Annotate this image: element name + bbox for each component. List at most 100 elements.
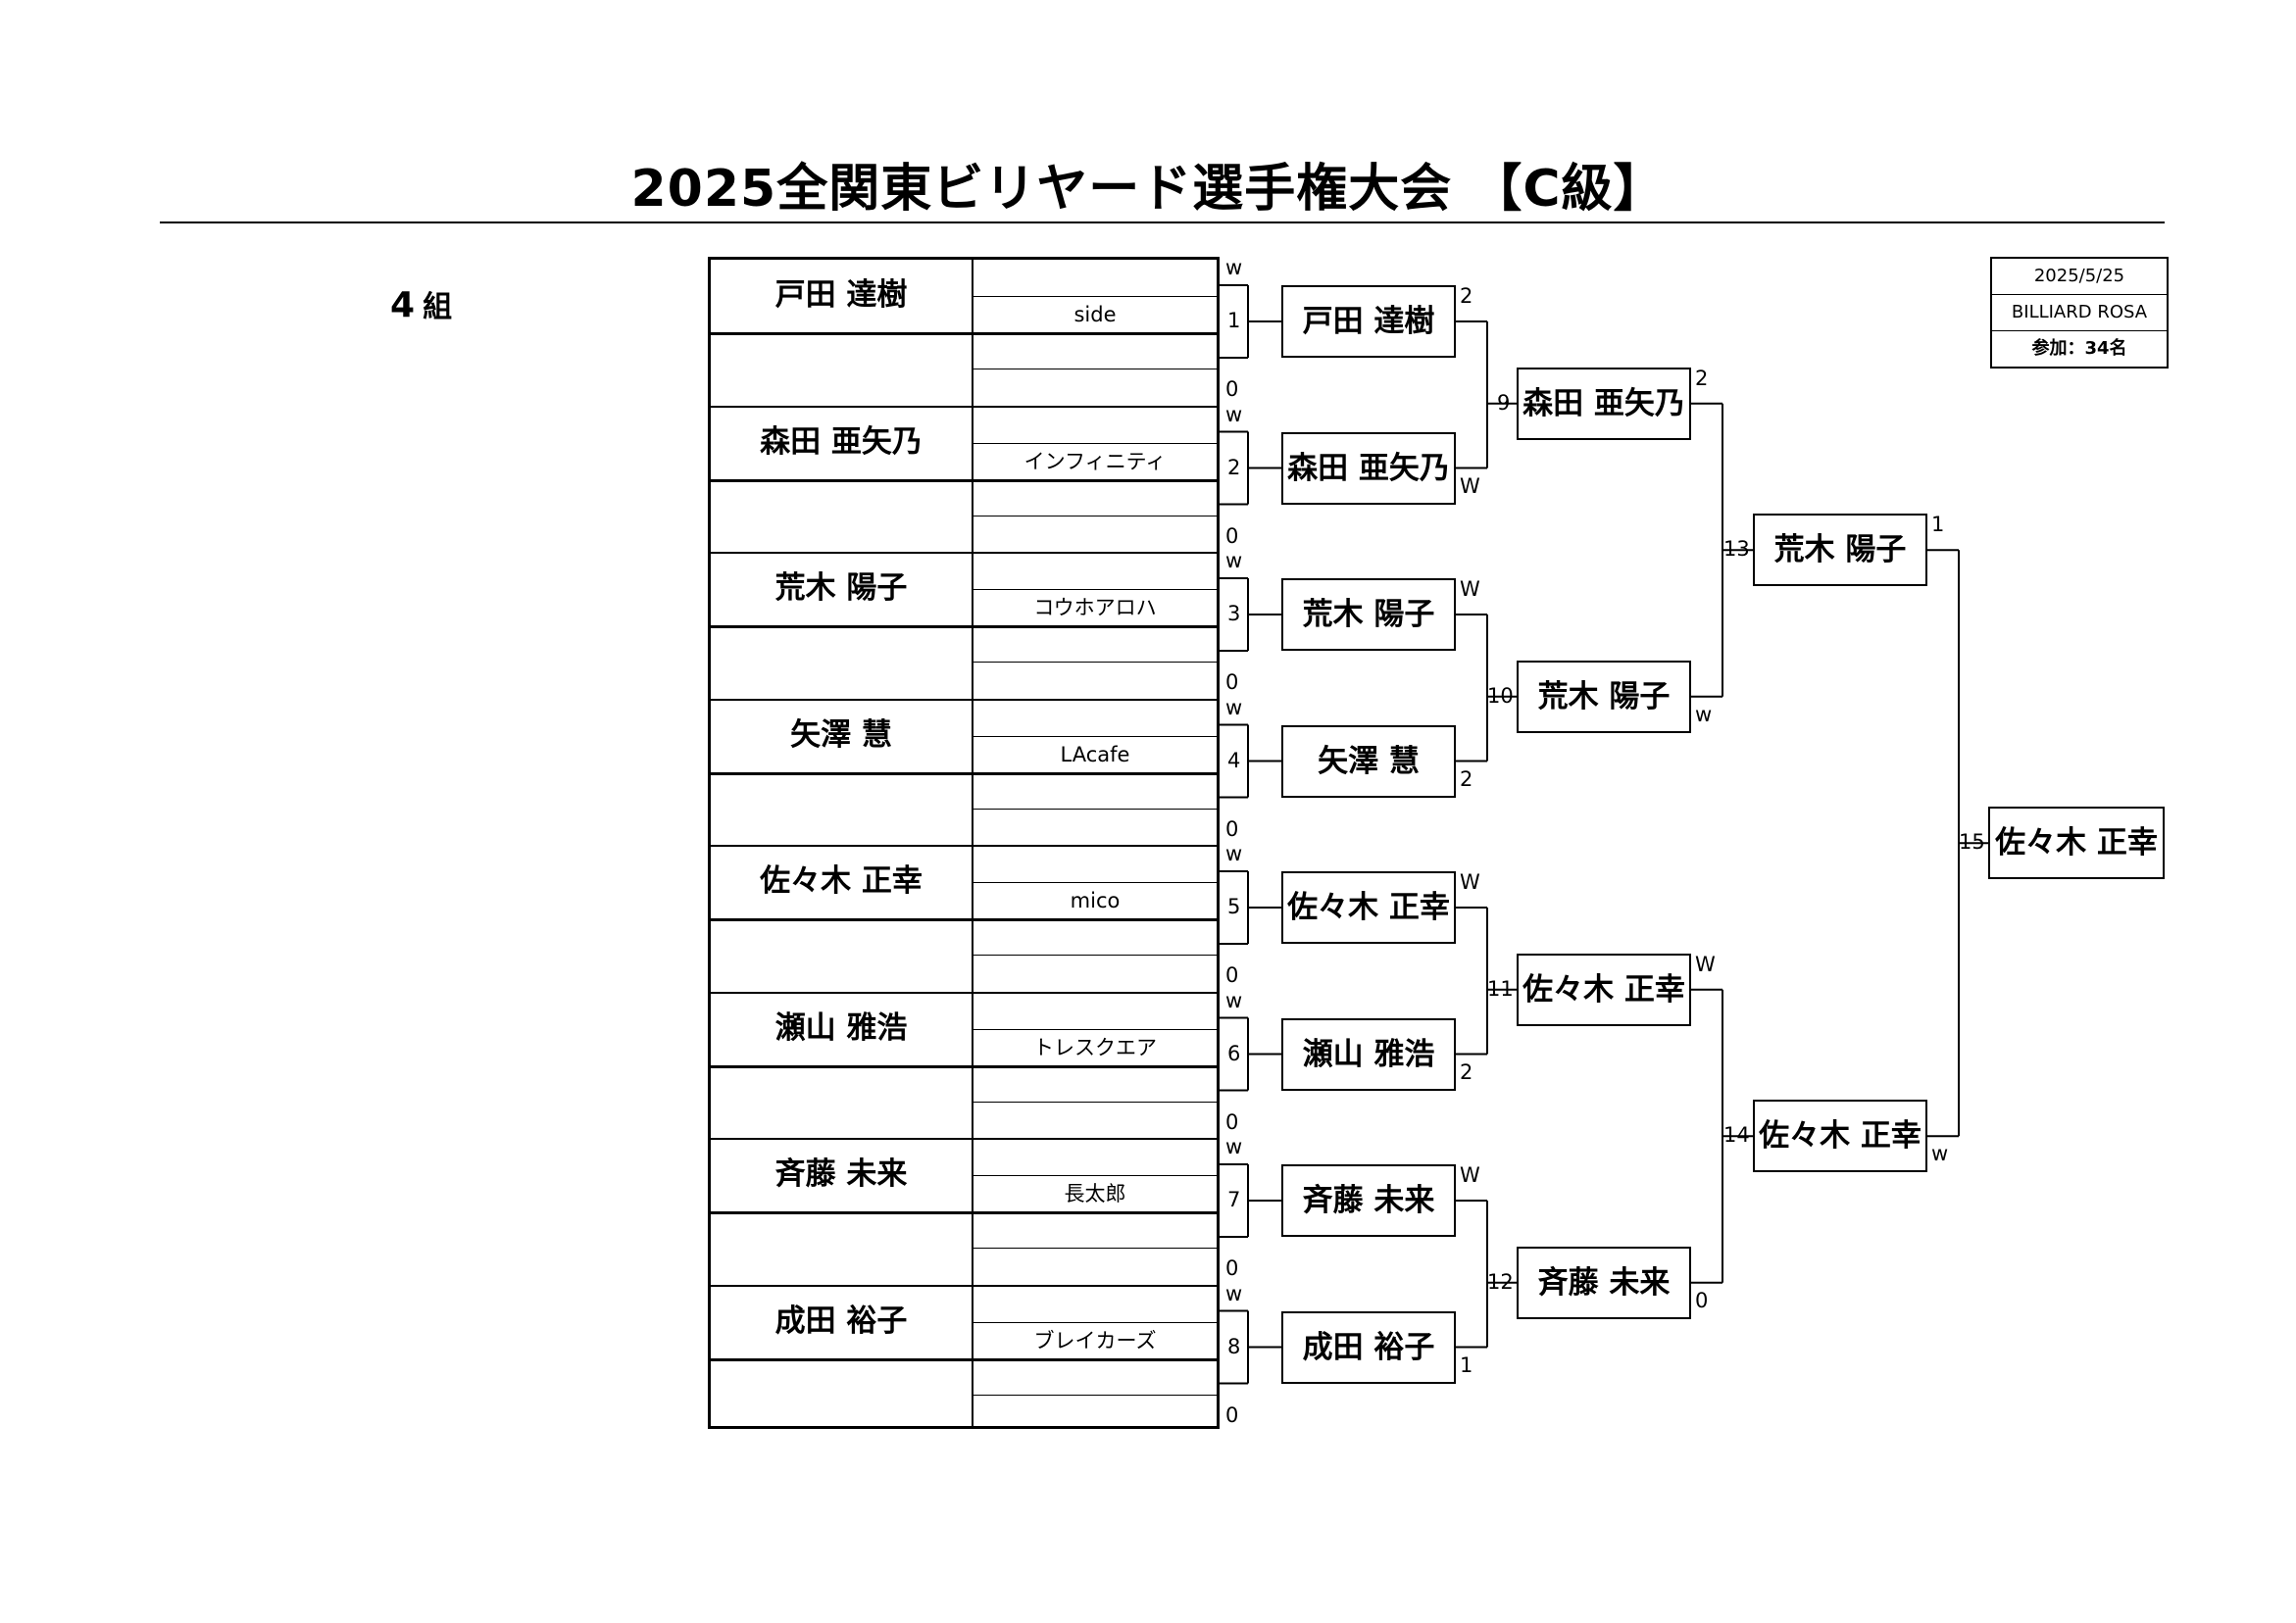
player-row-separator — [711, 918, 1217, 921]
player-name: 瀬山 雅浩 — [774, 1009, 908, 1046]
round1-winner-box: 矢澤 慧 — [1281, 724, 1456, 798]
round2-winner-box: 荒木 陽子 — [1517, 660, 1691, 733]
player-club: side — [1073, 303, 1117, 326]
player-name: 佐々木 正幸 — [760, 863, 923, 899]
player-name: 成田 裕子 — [774, 1303, 908, 1339]
score-top: w — [1225, 402, 1243, 426]
score-bottom: 0 — [1225, 523, 1239, 548]
match-number: 15 — [1959, 830, 1985, 855]
score-top: w — [1225, 1281, 1243, 1305]
score-top: 1 — [1931, 513, 1945, 537]
round1-winner-box: 荒木 陽子 — [1281, 578, 1456, 651]
club-row-separator — [973, 589, 1217, 590]
player-club: トレスクエア — [1033, 1035, 1157, 1059]
round1-winner-box: 佐々木 正幸 — [1281, 871, 1456, 944]
score-top: W — [1695, 952, 1716, 976]
round2-winner-box: 森田 亜矢乃 — [1517, 367, 1691, 440]
event-participants: 参加：34名 — [2031, 338, 2127, 359]
player-row-separator — [711, 1357, 1217, 1361]
score-bottom: 0 — [1225, 1109, 1239, 1134]
match-number: 7 — [1227, 1188, 1241, 1211]
round1-winner-box: 森田 亜矢乃 — [1281, 431, 1456, 505]
page-title: 2025全関東ビリヤード選手権大会 【C級】 — [630, 160, 1666, 219]
club-row-separator — [973, 1175, 1217, 1176]
player-name: 森田 亜矢乃 — [760, 423, 923, 460]
score-top: W — [1460, 870, 1480, 894]
club-row-separator — [973, 442, 1217, 444]
match-number: 3 — [1227, 602, 1241, 625]
match-number: 6 — [1227, 1041, 1241, 1065]
player-table-divider — [972, 260, 973, 1426]
player-row-separator — [711, 625, 1217, 628]
match-number: 4 — [1227, 748, 1241, 772]
player-club: LAcafe — [1060, 742, 1130, 766]
score-bottom: 2 — [1460, 766, 1473, 791]
score-top: w — [1225, 842, 1243, 865]
round3-winner-box: 荒木 陽子 — [1753, 514, 1927, 587]
score-bottom: 0 — [1225, 377, 1239, 401]
match-number: 14 — [1723, 1123, 1750, 1148]
player-block-separator — [711, 1284, 1217, 1287]
score-bottom: 0 — [1695, 1288, 1709, 1312]
player-name: 斉藤 未来 — [774, 1156, 908, 1192]
club-row-separator — [973, 735, 1217, 737]
player-club: コウホアロハ — [1033, 596, 1157, 619]
player-name: 荒木 陽子 — [774, 570, 908, 606]
player-row-separator — [711, 332, 1217, 335]
round1-winner-box: 戸田 達樹 — [1281, 285, 1456, 358]
player-row-separator — [711, 1064, 1217, 1068]
sub-row-separator — [973, 808, 1217, 810]
sub-row-separator — [973, 955, 1217, 956]
player-row-separator — [711, 1211, 1217, 1214]
score-bottom: 1 — [1460, 1352, 1473, 1377]
match-number: 13 — [1723, 537, 1750, 562]
event-info-box: 2025/5/25 BILLIARD ROSA 参加：34名 — [1990, 257, 2169, 369]
score-top: W — [1460, 577, 1480, 601]
sub-row-separator — [973, 1101, 1217, 1103]
club-row-separator — [973, 1321, 1217, 1323]
group-number: 4 — [390, 285, 416, 325]
score-top: 2 — [1460, 284, 1473, 308]
score-bottom: w — [1931, 1142, 1949, 1166]
sub-row-separator — [973, 1248, 1217, 1249]
score-top: w — [1225, 988, 1243, 1012]
round4-winner-box: 佐々木 正幸 — [1988, 807, 2165, 880]
player-club: インフィニティ — [1023, 449, 1167, 473]
player-block-separator — [711, 405, 1217, 408]
player-block-separator — [711, 991, 1217, 994]
score-bottom: W — [1460, 473, 1480, 498]
group-suffix: 組 — [423, 290, 453, 324]
player-block-separator — [711, 845, 1217, 847]
player-block-separator — [711, 552, 1217, 554]
score-bottom: 0 — [1225, 1402, 1239, 1427]
round2-winner-box: 斉藤 未来 — [1517, 1246, 1691, 1319]
match-number: 2 — [1227, 455, 1241, 479]
player-name: 矢澤 慧 — [790, 716, 892, 753]
score-top: w — [1225, 695, 1243, 719]
player-table: 戸田 達樹 side 森田 亜矢乃インフィニティ荒木 陽子コウホアロハ矢澤 慧 LAc… — [708, 257, 1220, 1429]
round2-winner-box: 佐々木 正幸 — [1517, 953, 1691, 1026]
match-number: 8 — [1227, 1334, 1241, 1358]
round1-winner-box: 成田 裕子 — [1281, 1310, 1456, 1384]
score-bottom: 0 — [1225, 963, 1239, 987]
player-club: 長太郎 — [1064, 1182, 1126, 1205]
player-name: 戸田 達樹 — [774, 277, 908, 313]
score-top: W — [1460, 1163, 1480, 1187]
score-top: 2 — [1695, 366, 1709, 390]
event-venue: BILLIARD ROSA — [1992, 295, 2167, 331]
player-block-separator — [711, 1138, 1217, 1140]
score-top: w — [1225, 1135, 1243, 1158]
player-club: ブレイカーズ — [1033, 1328, 1157, 1352]
player-row-separator — [711, 771, 1217, 775]
match-number: 5 — [1227, 895, 1241, 918]
score-bottom: 2 — [1460, 1059, 1473, 1084]
score-bottom: w — [1695, 702, 1713, 726]
club-row-separator — [973, 296, 1217, 297]
player-club: mico — [1070, 889, 1121, 912]
score-bottom: 0 — [1225, 816, 1239, 841]
round1-winner-box: 瀬山 雅浩 — [1281, 1017, 1456, 1091]
sub-row-separator — [973, 662, 1217, 663]
match-number: 1 — [1227, 309, 1241, 332]
